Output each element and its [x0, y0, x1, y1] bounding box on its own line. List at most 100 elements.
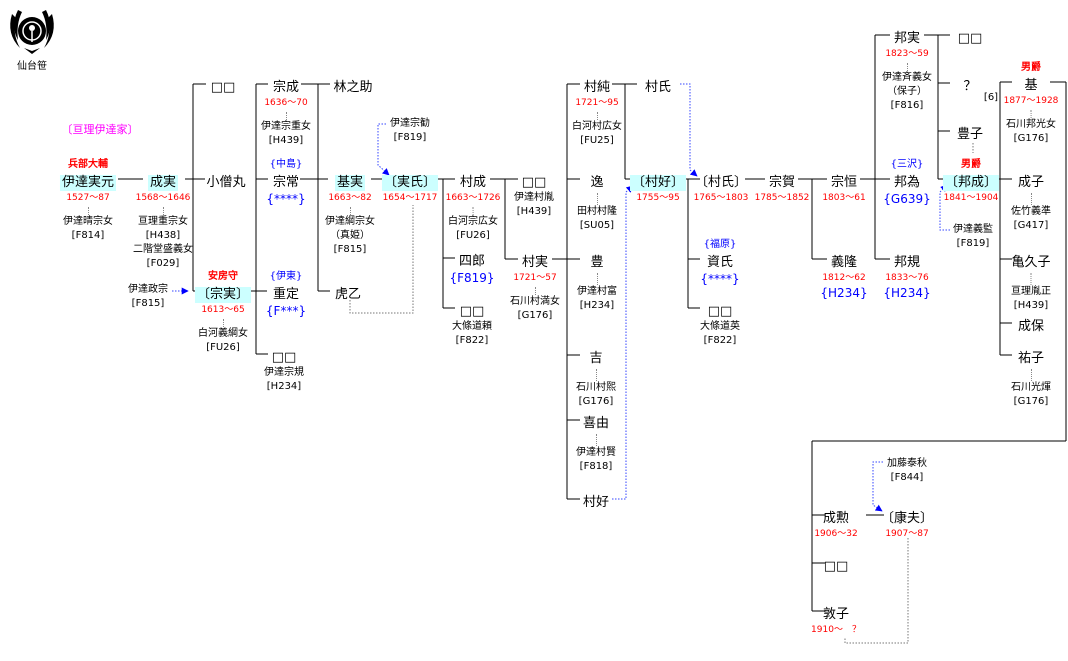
person-name[interactable]: 喜由 — [582, 416, 609, 431]
person-name[interactable]: 邦為 — [893, 175, 921, 190]
person-name[interactable]: 資氏 — [706, 255, 733, 270]
person-name[interactable]: 村実 — [521, 255, 548, 270]
person-node: 成保 — [1016, 315, 1046, 335]
marriage-dotted-line — [162, 207, 164, 215]
spouse-note: 伊達村胤 — [514, 192, 554, 203]
person-node: 〔村好〕1755〜95 — [629, 171, 687, 205]
person-node: {伊東}重定{F***} — [266, 271, 306, 319]
person-name[interactable]: 豊子 — [956, 127, 984, 142]
person-name[interactable]: □□ — [459, 304, 485, 319]
person-name[interactable]: 伊達実元 — [59, 175, 117, 191]
person-years: 1907〜87 — [885, 529, 929, 539]
person-name[interactable]: 成子 — [1017, 175, 1044, 190]
marriage-dotted-line — [472, 207, 474, 215]
person-node: 成勲 1906〜32 — [814, 507, 857, 541]
person-name[interactable]: ？ — [963, 79, 977, 94]
person-node: 林之助 — [331, 76, 374, 96]
spouse-note: 伊達宗重女 — [261, 121, 311, 132]
person-years: 1906〜32 — [814, 529, 858, 539]
spouse-note: [G176] — [517, 310, 553, 321]
person-name[interactable]: 成実 — [147, 175, 178, 191]
person-name[interactable]: □□ — [707, 304, 733, 319]
person-name[interactable]: 成保 — [1017, 319, 1045, 334]
person-name-wrap: 邦規 — [883, 251, 930, 271]
person-name[interactable]: 邦規 — [893, 255, 921, 270]
person-years: 1823〜59 — [885, 49, 929, 59]
spouse-note: 伊達宗規 — [264, 367, 304, 378]
person-node: □□ — [822, 555, 851, 575]
spouse-note: 大條道英 — [700, 321, 740, 332]
person-name[interactable]: 虎乙 — [334, 287, 362, 302]
person-name[interactable]: 宗恒 — [830, 175, 858, 190]
person-name[interactable]: 四郎 — [458, 254, 486, 269]
person-name[interactable]: □□ — [521, 175, 547, 190]
person-name-wrap: ？ — [961, 75, 978, 95]
person-name[interactable]: □□ — [957, 31, 983, 46]
person-alt-ref: {H234} — [820, 286, 868, 300]
person-name[interactable]: 敦子 — [822, 607, 849, 622]
person-name[interactable]: 林之助 — [333, 80, 373, 95]
person-name[interactable]: 祐子 — [1017, 351, 1044, 366]
person-name-wrap: 豊 — [577, 251, 617, 271]
spouse-note: [SU05] — [579, 220, 615, 231]
spouse-note: 白河村広女 — [572, 121, 622, 132]
person-name[interactable]: 村純 — [583, 80, 610, 95]
spouse-note: 亘理胤正 — [1010, 286, 1051, 297]
person-name[interactable]: 基 — [1024, 78, 1038, 93]
person-name[interactable]: 義隆 — [830, 255, 858, 270]
spouse-note: （真姫） — [330, 230, 370, 241]
person-name-wrap: {中島}宗常 — [266, 159, 305, 191]
person-name-wrap: 成勲 — [814, 507, 857, 527]
spouse-note: [F815] — [333, 244, 367, 255]
person-name-wrap: 〔村好〕 — [629, 171, 687, 191]
person-name-wrap: 成保 — [1016, 315, 1046, 335]
person-name[interactable]: 宗常 — [272, 175, 299, 190]
person-name[interactable]: □□ — [271, 350, 297, 365]
marriage-dotted-line — [596, 273, 598, 285]
person-name-wrap: □□ — [452, 300, 492, 320]
person-name[interactable]: 村好 — [582, 495, 610, 510]
person-name[interactable]: 〔康夫〕 — [880, 511, 934, 526]
person-name[interactable]: 〔村好〕 — [629, 175, 687, 191]
generation-mark-line: [6] — [983, 92, 999, 103]
person-alt-ref: {G639} — [883, 192, 931, 206]
adopter-masamune-line: [F815] — [131, 298, 165, 309]
person-alt-ref: {F819} — [449, 271, 495, 285]
person-name[interactable]: 〔邦成〕 — [942, 175, 1000, 191]
person-name[interactable]: 宗賀 — [768, 175, 795, 190]
spouse-note: 田村村隆 — [577, 206, 617, 217]
person-name[interactable]: 小僧丸 — [206, 175, 246, 190]
person-name[interactable]: 宗成 — [272, 80, 299, 95]
person-node: □□大條道英[F822] — [700, 300, 740, 348]
person-node: 男爵〔邦成〕1841〜1904 — [942, 159, 1000, 205]
person-title: 兵部大輔 — [67, 159, 108, 170]
marriage-dotted-line — [596, 112, 598, 120]
person-name[interactable]: 豊 — [590, 255, 604, 270]
spouse-note: [F814] — [71, 230, 105, 241]
person-name[interactable]: 〔宗実〕 — [194, 287, 252, 303]
person-node: 逸田村村隆 [SU05] — [577, 171, 617, 233]
person-name-wrap: □□ — [514, 171, 554, 191]
person-name[interactable]: □□ — [823, 559, 849, 574]
person-name[interactable]: □□ — [210, 80, 236, 95]
person-name[interactable]: 〔村氏〕 — [694, 175, 748, 190]
person-name[interactable]: 重定 — [272, 287, 300, 302]
person-name[interactable]: 亀久子 — [1011, 255, 1051, 270]
person-name[interactable]: 吉 — [589, 351, 603, 366]
adopter-masamune-line: 伊達政宗 — [128, 284, 168, 295]
person-name[interactable]: 逸 — [590, 175, 604, 190]
person-name-wrap: 村好 — [581, 491, 611, 511]
person-name[interactable]: 基実 — [334, 175, 365, 191]
person-name[interactable]: 村成 — [459, 175, 486, 190]
person-name-wrap: □□ — [700, 300, 740, 320]
person-name[interactable]: 邦実 — [893, 31, 920, 46]
person-name[interactable]: 村氏 — [644, 80, 672, 95]
marriage-dotted-line — [285, 112, 287, 120]
person-name[interactable]: 成勲 — [822, 511, 850, 526]
person-name-wrap: {三沢}邦為 — [883, 159, 930, 191]
person-name[interactable]: 〔実氏〕 — [381, 175, 439, 191]
